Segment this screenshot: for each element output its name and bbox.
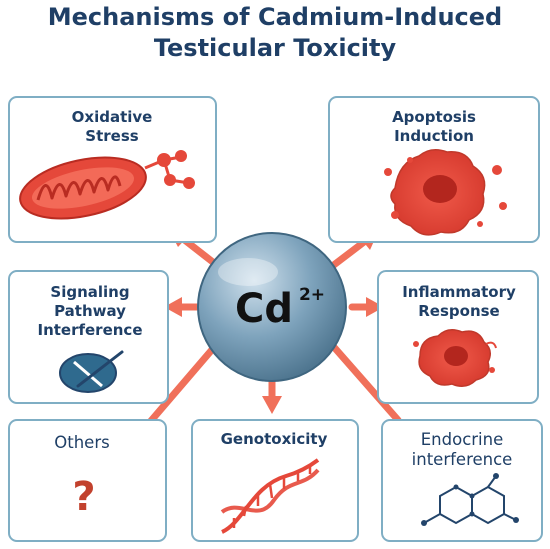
cadmium-ion-sphere: Cd 2+ (197, 232, 347, 382)
box-genotoxicity: Genotoxicity (191, 419, 359, 542)
endocrine-label-1: Endocrine (421, 430, 504, 449)
box-inflammatory: Inflammatory Response (377, 270, 539, 404)
others-label: Others (54, 433, 109, 452)
box-signaling: Signaling Pathway Interference (8, 270, 169, 404)
arrow-to-others (146, 334, 226, 426)
signaling-label-3: Interference (37, 321, 142, 339)
inflammatory-label-2: Response (418, 302, 499, 320)
arrow-to-endocrine (322, 334, 402, 424)
apoptosis-label-2: Induction (394, 127, 474, 145)
inflammatory-label-1: Inflammatory (402, 283, 516, 301)
arrow-head-genotoxicity (262, 396, 282, 414)
oxidative-stress-label-1: Oxidative (72, 108, 153, 126)
cadmium-symbol: Cd (235, 286, 293, 332)
title-line-2: Testicular Toxicity (153, 34, 397, 62)
box-apoptosis: Apoptosis Induction (328, 96, 540, 243)
mitochondrion-icon (19, 150, 195, 220)
arrow-head-signaling (164, 297, 182, 317)
genotoxicity-label: Genotoxicity (221, 430, 328, 448)
arrow-head-inflammatory (366, 297, 384, 317)
signaling-label-1: Signaling (50, 283, 129, 301)
inflamed-cell-icon (413, 329, 497, 387)
hormone-molecule-icon (421, 473, 519, 526)
diagram-title: Mechanisms of Cadmium-Induced Testicular… (0, 2, 550, 64)
cadmium-charge: 2+ (299, 285, 325, 305)
signaling-label-2: Pathway (54, 302, 126, 320)
blocked-receptor-icon (59, 350, 124, 393)
box-others: Others ? (8, 419, 167, 542)
oxidative-stress-label-2: Stress (85, 127, 138, 145)
question-mark-icon: ? (72, 474, 95, 520)
box-oxidative-stress: Oxidative Stress (8, 96, 217, 243)
box-endocrine: Endocrine interference (381, 419, 543, 542)
endocrine-label-2: interference (412, 450, 513, 469)
apoptotic-cell-icon (384, 149, 507, 236)
title-line-1: Mechanisms of Cadmium-Induced (47, 3, 503, 31)
apoptosis-label-1: Apoptosis (392, 108, 476, 126)
dna-helix-icon (220, 458, 320, 534)
